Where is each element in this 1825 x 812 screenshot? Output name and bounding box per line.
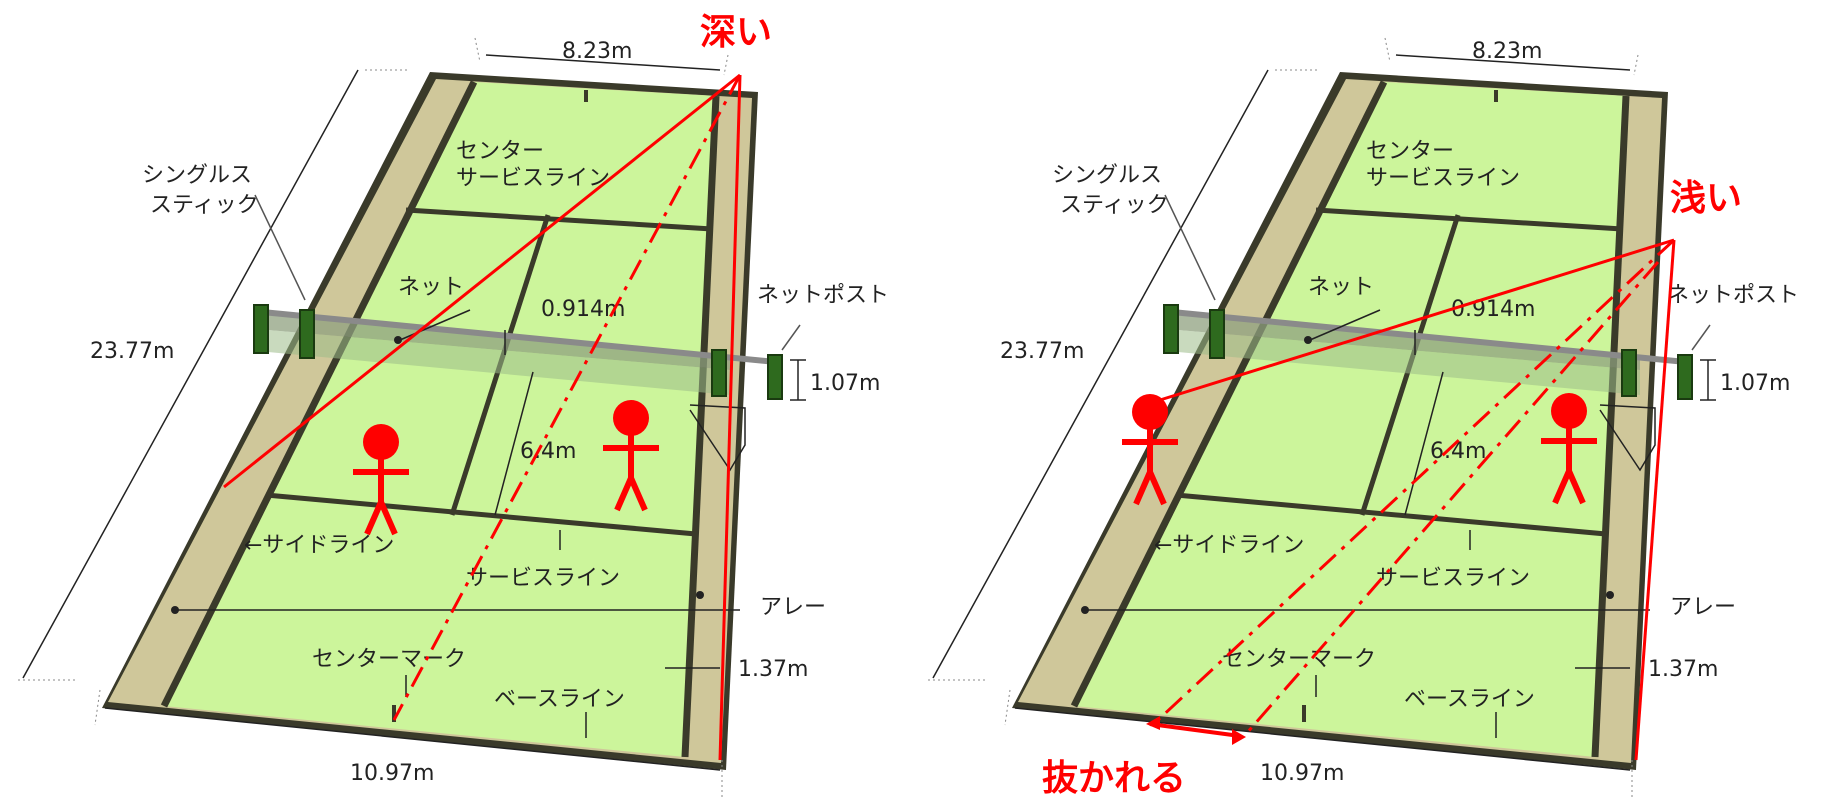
ball-path-line bbox=[392, 74, 742, 721]
post-height-label: 1.07m bbox=[1720, 371, 1790, 396]
post-height-label: 1.07m bbox=[810, 371, 880, 396]
net-label: ネット bbox=[1308, 275, 1374, 300]
net-label: ネット bbox=[398, 275, 464, 300]
ball-path-line bbox=[1244, 261, 1660, 735]
alley-width-label: 1.37m bbox=[738, 657, 808, 682]
court-graphic-right bbox=[928, 38, 1716, 800]
passed-label: 抜かれる bbox=[1042, 758, 1186, 799]
sideline-label: ←サイドライン bbox=[1154, 533, 1304, 558]
center-service-label-2: サービスライン bbox=[1366, 166, 1520, 191]
net-height-label: 0.914m bbox=[541, 297, 625, 322]
singles-stick-label-1: シングルス bbox=[142, 163, 252, 188]
service-line-label: サービスライン bbox=[1376, 566, 1530, 591]
service-depth-label: 6.4m bbox=[1430, 439, 1486, 464]
shallow-marker-label: 浅い bbox=[1670, 178, 1742, 219]
service-depth-label: 6.4m bbox=[520, 439, 576, 464]
baseline-label: ベースライン bbox=[1404, 687, 1535, 712]
trajectory-line bbox=[1159, 238, 1675, 402]
center-service-label-1: センター bbox=[456, 139, 544, 164]
width-top-label: 8.23m bbox=[1472, 39, 1542, 64]
length-label: 23.77m bbox=[1000, 339, 1084, 364]
trajectory-line bbox=[718, 74, 742, 761]
center-mark-label: センターマーク bbox=[1222, 647, 1376, 672]
net-post-label: ネットポスト bbox=[1667, 283, 1799, 308]
alley-label: アレー bbox=[760, 595, 826, 620]
width-top-label: 8.23m bbox=[562, 39, 632, 64]
left-panel: 8.23m シングルス スティック センター サービスライン ネット 0.914… bbox=[18, 12, 889, 800]
right-panel: 8.23m シングルス スティック センター サービスライン ネット 0.914… bbox=[928, 38, 1799, 800]
service-line-label: サービスライン bbox=[466, 566, 620, 591]
length-label: 23.77m bbox=[90, 339, 174, 364]
width-bottom-label: 10.97m bbox=[350, 761, 434, 786]
alley-label: アレー bbox=[1670, 595, 1736, 620]
center-service-label-2: サービスライン bbox=[456, 166, 610, 191]
width-bottom-label: 10.97m bbox=[1260, 761, 1344, 786]
arrow-head bbox=[1146, 716, 1160, 730]
baseline-label: ベースライン bbox=[494, 687, 625, 712]
singles-stick-label-2: スティック bbox=[1060, 193, 1169, 218]
singles-stick-label-2: スティック bbox=[150, 193, 259, 218]
alley-width-label: 1.37m bbox=[1648, 657, 1718, 682]
center-service-label-1: センター bbox=[1366, 139, 1454, 164]
trajectory-line bbox=[1634, 239, 1676, 761]
singles-stick-label-1: シングルス bbox=[1052, 163, 1162, 188]
sideline-label: ←サイドライン bbox=[244, 533, 394, 558]
ball-path-line bbox=[1156, 238, 1676, 722]
center-mark-label: センターマーク bbox=[312, 647, 466, 672]
net-post-label: ネットポスト bbox=[757, 283, 889, 308]
trajectory-line bbox=[223, 73, 741, 489]
net-height-label: 0.914m bbox=[1451, 297, 1535, 322]
arrow-head bbox=[1232, 729, 1246, 745]
passed-span-arrow bbox=[1149, 722, 1241, 738]
deep-marker-label: 深い bbox=[700, 12, 772, 53]
